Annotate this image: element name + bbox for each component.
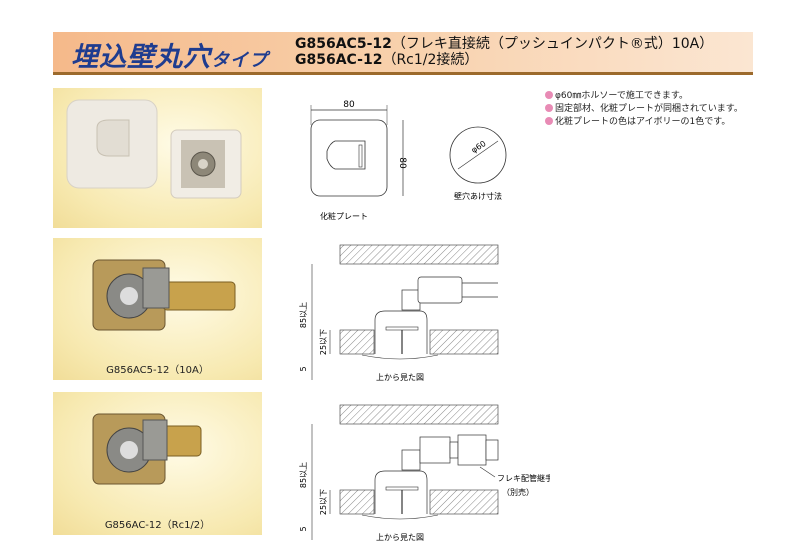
dim-5-label: 5	[299, 526, 308, 531]
dim-25-label: 25以下	[319, 489, 328, 515]
model-2: G856AC-12（Rc1/2接続）	[295, 52, 713, 68]
feature-notes: φ60㎜ホルソーで施工できます。 固定部材、化粧プレートが同梱されています。 化…	[545, 90, 743, 129]
section-caption: 上から見た図	[376, 373, 424, 382]
valve-photo-image	[92, 413, 202, 485]
bullet-icon	[545, 117, 553, 125]
note-item: 化粧プレートの色はアイボリーの1色です。	[545, 116, 743, 129]
model-desc: （Rc1/2接続）	[382, 52, 479, 68]
note-text: 化粧プレートの色はアイボリーの1色です。	[555, 117, 731, 127]
note-item: φ60㎜ホルソーで施工できます。	[545, 90, 743, 103]
header-band: 埋込壁丸穴タイプ G856AC5-12（フレキ直接続（プッシュインパクト®式）1…	[53, 32, 753, 74]
model-desc: （フレキ直接続（プッシュインパクト®式）10A）	[391, 36, 714, 52]
bullet-icon	[545, 91, 553, 99]
title-suffix: タイプ	[211, 50, 268, 71]
photo-product-2: G856AC-12（Rc1/2）	[53, 392, 262, 535]
plate-height-label: 80	[397, 157, 407, 169]
plate-photo-image	[66, 99, 242, 199]
hole-caption: 壁穴あけ寸法	[454, 191, 502, 201]
plate-drawing: 80 80 化粧プレート φ60 壁穴あけ寸法	[310, 100, 507, 221]
section-drawing-2: フレキ配管継手 （別売） 85以上 25以下 5 上から見た図	[299, 404, 550, 542]
model-list: G856AC5-12（フレキ直接続（プッシュインパクト®式）10A） G856A…	[295, 36, 713, 68]
callout-label: フレキ配管継手	[497, 473, 550, 483]
title-main: 埋込壁丸穴	[71, 42, 211, 73]
section-drawing-1: 85以上 25以下 5 上から見た図	[299, 244, 499, 382]
hole-diameter-label: φ60	[470, 139, 488, 155]
model-code: G856AC5-12	[295, 36, 392, 52]
dim-25-label: 25以下	[319, 329, 328, 355]
product-caption: G856AC-12（Rc1/2）	[104, 520, 211, 531]
note-item: 固定部材、化粧プレートが同梱されています。	[545, 103, 743, 116]
dim-85-label: 85以上	[299, 462, 308, 488]
model-1: G856AC5-12（フレキ直接続（プッシュインパクト®式）10A）	[295, 36, 713, 52]
plate-caption: 化粧プレート	[320, 211, 368, 221]
photo-product-1: G856AC5-12（10A）	[53, 238, 262, 380]
note-text: φ60㎜ホルソーで施工できます。	[555, 91, 688, 101]
dim-85-label: 85以上	[299, 302, 308, 328]
valve-photo-image	[92, 259, 236, 331]
callout-note: （別売）	[502, 487, 534, 497]
photo-plate	[53, 88, 262, 228]
plate-width-label: 80	[343, 100, 355, 110]
dim-5-label: 5	[299, 366, 308, 371]
product-caption: G856AC5-12（10A）	[106, 365, 209, 376]
bullet-icon	[545, 104, 553, 112]
model-code: G856AC-12	[295, 52, 383, 68]
section-caption: 上から見た図	[376, 533, 424, 542]
note-text: 固定部材、化粧プレートが同梱されています。	[555, 104, 743, 114]
header-divider	[53, 72, 753, 75]
page-title: 埋込壁丸穴タイプ	[71, 35, 268, 74]
